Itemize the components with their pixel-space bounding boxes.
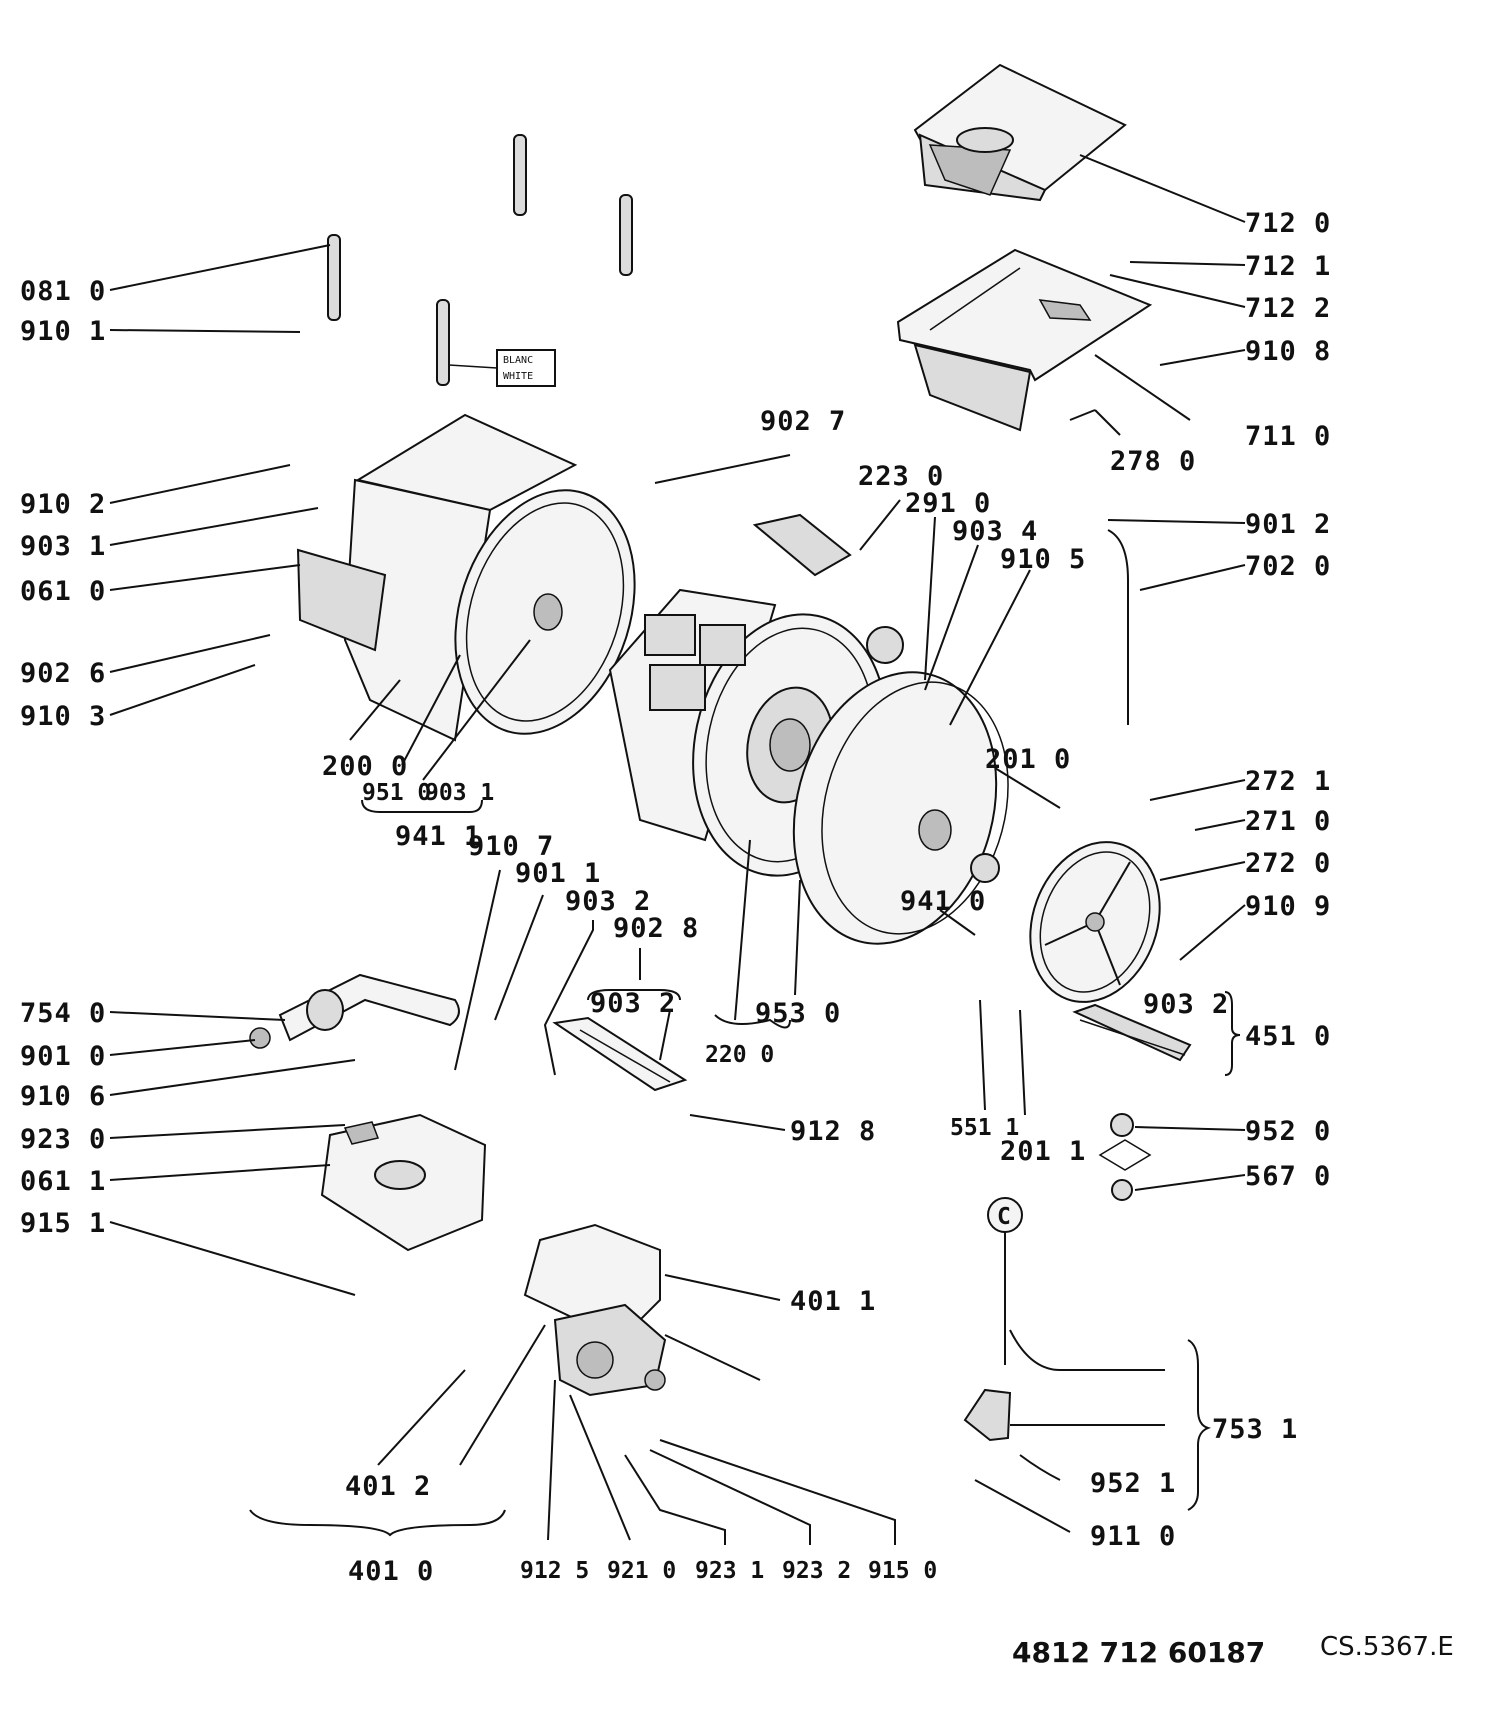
label-953-0: 953 0 xyxy=(755,998,841,1029)
label-911-0: 911 0 xyxy=(1090,1521,1176,1552)
pressure-switch-part: C xyxy=(963,1197,1023,1442)
label-223-0: 223 0 xyxy=(858,461,944,492)
heating-element-part xyxy=(1072,1003,1192,1062)
counterweight-part xyxy=(320,1113,487,1252)
label-551-1: 551 1 xyxy=(950,1115,1019,1141)
label-923-2: 923 2 xyxy=(782,1558,851,1584)
outer-tub-front-part xyxy=(296,413,636,742)
label-061-1: 061 1 xyxy=(20,1166,106,1197)
label-711-0: 711 0 xyxy=(1245,421,1331,452)
label-567-0: 567 0 xyxy=(1245,1161,1331,1192)
label-912-5: 912 5 xyxy=(520,1558,589,1584)
label-923-0: 923 0 xyxy=(20,1124,106,1155)
label-902-7: 902 7 xyxy=(760,406,846,437)
label-272-0: 272 0 xyxy=(1245,848,1331,879)
label-952-0: 952 0 xyxy=(1245,1116,1331,1147)
white-tag-text: WHITE xyxy=(503,371,533,382)
dispenser-tray-part xyxy=(896,248,1153,432)
label-220-0: 220 0 xyxy=(705,1042,774,1068)
label-200-0: 200 0 xyxy=(322,751,408,782)
label-941-1: 941 1 xyxy=(395,821,481,852)
footer-code: CS.5367.E xyxy=(1320,1632,1454,1662)
label-915-1: 915 1 xyxy=(20,1208,106,1239)
label-401-2: 401 2 xyxy=(345,1471,431,1502)
label-941-0: 941 0 xyxy=(900,886,986,917)
blanc-white-tag: BLANC WHITE xyxy=(448,349,556,387)
footer-part-number: 4812 712 60187 xyxy=(1012,1636,1265,1669)
drum-pulley-part xyxy=(1029,841,1161,1003)
hose-part xyxy=(1107,529,1129,725)
label-272-1: 272 1 xyxy=(1245,766,1331,797)
label-910-5: 910 5 xyxy=(1000,544,1086,575)
pump-assembly-part xyxy=(523,1223,761,1397)
label-902-8: 902 8 xyxy=(613,913,699,944)
label-902-6: 902 6 xyxy=(20,658,106,689)
label-910-6: 910 6 xyxy=(20,1081,106,1112)
label-903-1: 903 1 xyxy=(20,531,106,562)
label-061-0: 061 0 xyxy=(20,576,106,607)
label-910-3: 910 3 xyxy=(20,701,106,732)
label-278-0: 278 0 xyxy=(1110,446,1196,477)
label-951-0: 951 0 xyxy=(362,780,431,806)
label-910-2: 910 2 xyxy=(20,489,106,520)
shock-absorbers-part xyxy=(327,134,633,386)
label-912-8: 912 8 xyxy=(790,1116,876,1147)
blanc-tag-text: BLANC xyxy=(503,355,533,366)
motor-shaft-part xyxy=(249,973,460,1049)
label-910-1: 910 1 xyxy=(20,316,106,347)
label-081-0: 081 0 xyxy=(20,276,106,307)
label-401-1: 401 1 xyxy=(790,1286,876,1317)
label-712-1: 712 1 xyxy=(1245,251,1331,282)
connector-part xyxy=(1098,1113,1152,1201)
c-mark-text: C xyxy=(997,1204,1011,1230)
label-923-1: 923 1 xyxy=(695,1558,764,1584)
heater-clip-part xyxy=(752,513,852,577)
label-271-0: 271 0 xyxy=(1245,806,1331,837)
label-451-0: 451 0 xyxy=(1245,1021,1331,1052)
label-753-1: 753 1 xyxy=(1212,1414,1298,1445)
outer-tub-rear-part xyxy=(792,626,1009,945)
label-915-0: 915 0 xyxy=(868,1558,937,1584)
bracket-plate-part xyxy=(552,1016,688,1092)
label-903-2: 903 2 xyxy=(565,886,651,917)
label-921-0: 921 0 xyxy=(607,1558,676,1584)
label-903-1-b: 903 1 xyxy=(425,780,494,806)
label-291-0: 291 0 xyxy=(905,488,991,519)
label-903-4: 903 4 xyxy=(952,516,1038,547)
label-712-0: 712 0 xyxy=(1245,208,1331,239)
label-910-9: 910 9 xyxy=(1245,891,1331,922)
label-910-7: 910 7 xyxy=(468,831,554,862)
label-401-0: 401 0 xyxy=(348,1556,434,1587)
label-201-0: 201 0 xyxy=(985,744,1071,775)
label-712-2: 712 2 xyxy=(1245,293,1331,324)
label-901-2: 901 2 xyxy=(1245,509,1331,540)
label-910-8: 910 8 xyxy=(1245,336,1331,367)
part-labels: 712 0 712 1 712 2 910 8 711 0 278 0 901 … xyxy=(20,208,1331,1587)
label-201-1: 201 1 xyxy=(1000,1136,1086,1167)
label-903-2-b: 903 2 xyxy=(590,988,676,1019)
label-901-1: 901 1 xyxy=(515,858,601,889)
leader-lines xyxy=(109,154,1246,1545)
label-702-0: 702 0 xyxy=(1245,551,1331,582)
label-901-0: 901 0 xyxy=(20,1041,106,1072)
label-903-2-c: 903 2 xyxy=(1143,989,1229,1020)
label-952-1: 952 1 xyxy=(1090,1468,1176,1499)
label-754-0: 754 0 xyxy=(20,998,106,1029)
drawer-lid-part xyxy=(913,63,1127,202)
